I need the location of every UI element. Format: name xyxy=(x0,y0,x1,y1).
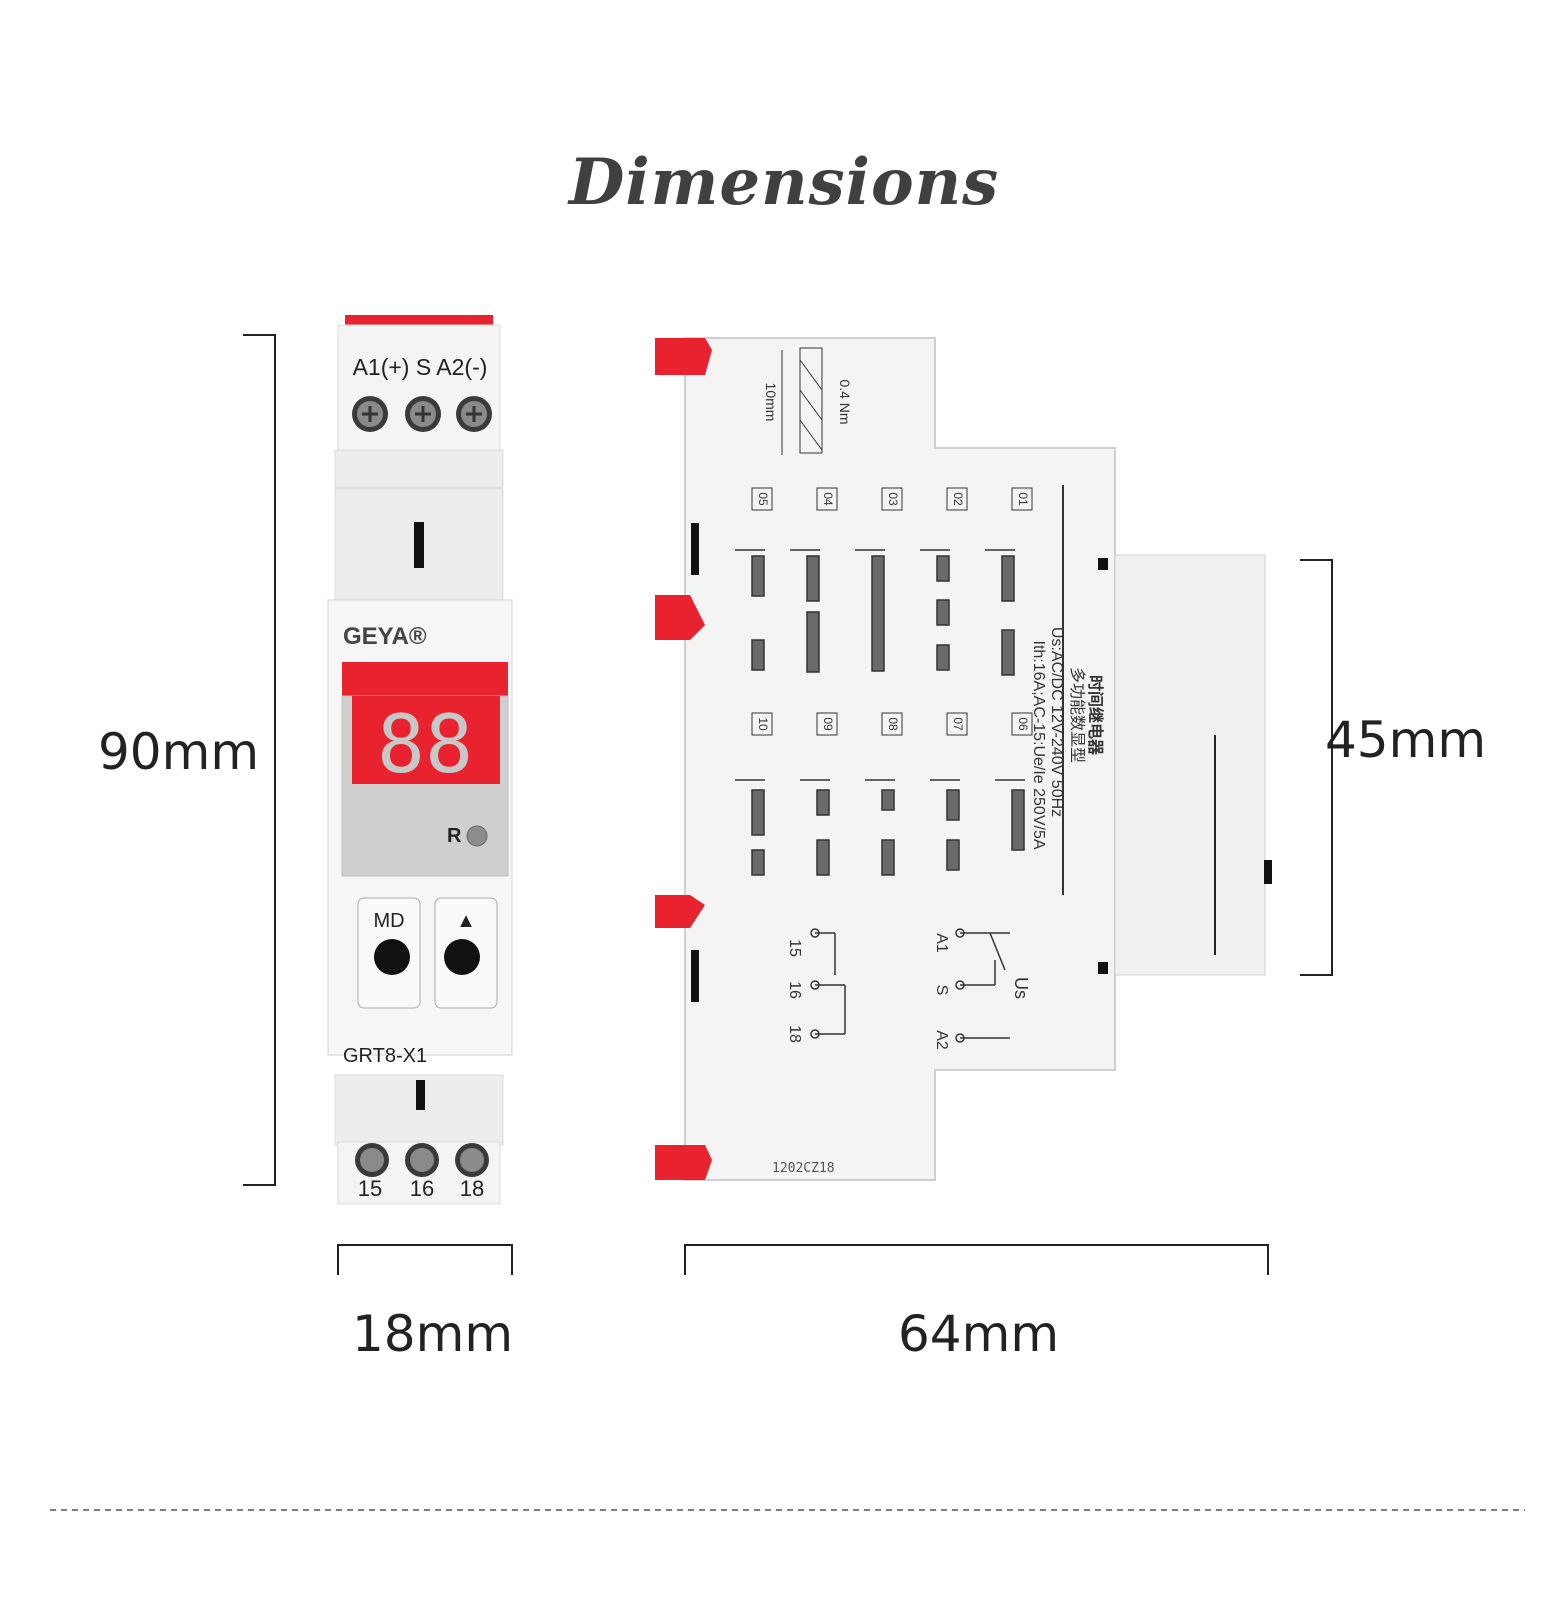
label-ratings: Ith:16A;AC-15:Ue/Ie 250V/5A xyxy=(1030,640,1047,849)
page-title: Dimensions xyxy=(568,145,1000,220)
label-cn-subtitle: 多功能数显型 xyxy=(1068,667,1086,763)
function-code: 09 xyxy=(821,717,835,731)
brand-logo: GEYA® xyxy=(343,623,427,650)
function-code: 10 xyxy=(756,717,770,731)
width-18-bracket xyxy=(337,1244,513,1275)
function-code: 05 xyxy=(756,492,770,506)
wiring-us: Us xyxy=(1011,977,1031,999)
function-code: 06 xyxy=(1016,717,1030,731)
wiring-16: 16 xyxy=(786,981,803,999)
top-screws xyxy=(352,396,492,432)
wiring-a1: A1 xyxy=(933,933,950,953)
torque-label: 0.4 Nm xyxy=(837,379,853,424)
md-button[interactable] xyxy=(374,939,410,975)
led-indicator-icon xyxy=(466,825,488,847)
front-view: A1(+) S A2(-) GEYA® 88 R MD ▲ GRT8-X1 xyxy=(327,315,513,1205)
dimension-height-90: 90mm xyxy=(98,723,260,781)
dimension-lines xyxy=(243,334,1333,1275)
wiring-18: 18 xyxy=(786,1025,803,1043)
up-arrow-icon: ▲ xyxy=(456,910,476,932)
indicator-label: R xyxy=(447,825,462,847)
terminal-16: 16 xyxy=(410,1176,434,1201)
dimension-width-18: 18mm xyxy=(352,1305,514,1363)
function-code: 08 xyxy=(886,717,900,731)
height-45-bracket xyxy=(1300,559,1333,976)
md-button-label: MD xyxy=(373,910,404,932)
function-codes-row-2: 06 07 08 09 10 xyxy=(751,712,1033,736)
up-button[interactable] xyxy=(444,939,480,975)
function-code: 03 xyxy=(886,492,900,506)
strip-length-label: 10mm xyxy=(763,383,779,422)
bottom-screws xyxy=(355,1143,489,1177)
dimension-height-45: 45mm xyxy=(1325,711,1487,769)
wiring-s: S xyxy=(933,985,950,996)
function-code: 04 xyxy=(821,492,835,506)
terminal-15: 15 xyxy=(358,1176,382,1201)
wiring-diagram xyxy=(810,928,1010,1043)
red-clip-bottom xyxy=(655,1145,712,1180)
function-code: 02 xyxy=(951,492,965,506)
seven-segment-display: 88 xyxy=(377,698,473,791)
timing-waveforms xyxy=(735,549,1025,876)
top-terminal-labels: A1(+) S A2(-) xyxy=(353,354,488,380)
red-clip-mid-lower xyxy=(655,895,705,928)
label-cn-title: 时间继电器 xyxy=(1086,675,1105,756)
date-code: 1202CZ18 xyxy=(772,1161,835,1176)
height-90-bracket xyxy=(243,334,276,1186)
terminal-18: 18 xyxy=(460,1176,484,1201)
function-code: 01 xyxy=(1016,492,1030,506)
top-red-tab xyxy=(345,315,493,327)
red-clip-mid-upper xyxy=(655,595,705,640)
wiring-15: 15 xyxy=(786,939,803,957)
function-code: 07 xyxy=(951,717,965,731)
side-view: 10mm 0.4 Nm 时间继电器 多功能数显型 Us:AC/DC 12V-24… xyxy=(655,337,1272,1181)
display-red-band xyxy=(342,662,508,696)
model-label: GRT8-X1 xyxy=(343,1045,427,1067)
dimension-depth-64: 64mm xyxy=(898,1305,1060,1363)
red-clip-top xyxy=(655,338,712,375)
function-codes-row-1: 01 02 03 04 05 xyxy=(751,487,1033,511)
depth-64-bracket xyxy=(684,1244,1269,1275)
label-supply: Us:AC/DC 12V-240V 50Hz xyxy=(1048,627,1065,817)
wiring-a2: A2 xyxy=(933,1030,950,1050)
